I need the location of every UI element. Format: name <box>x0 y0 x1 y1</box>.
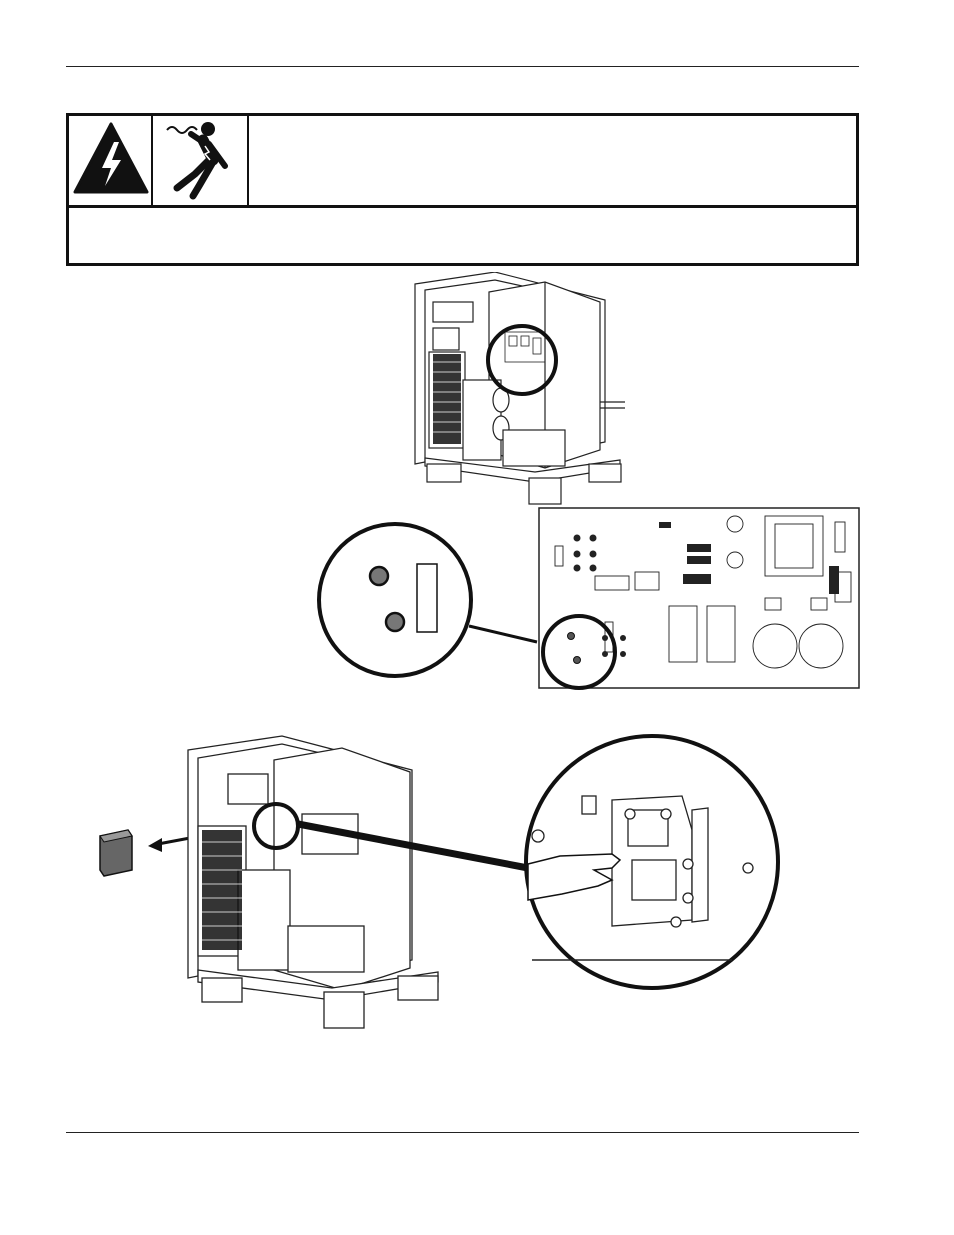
control-board-detail-figure <box>317 507 860 690</box>
warning-icon-cell <box>153 116 249 205</box>
control-board-highlight-circle <box>486 324 558 396</box>
warning-box <box>66 113 859 266</box>
electrocution-person-icon <box>166 122 228 200</box>
test-points-highlight-circle <box>541 614 617 690</box>
component-removal-figure <box>99 734 780 1029</box>
electric-shock-triangle-icon <box>73 122 149 194</box>
hand-icon <box>527 853 622 901</box>
test-point-icon <box>368 565 390 587</box>
warning-icon-cell <box>69 116 153 205</box>
power-supply-overview-figure <box>414 272 625 505</box>
test-points-zoom-circle <box>317 522 473 678</box>
removed-cover-icon <box>99 829 133 877</box>
arrow-left-icon <box>157 836 191 846</box>
test-point-icon <box>384 611 406 633</box>
footer-rule <box>66 1132 859 1133</box>
header-rule <box>66 66 859 67</box>
warning-divider <box>69 205 856 208</box>
